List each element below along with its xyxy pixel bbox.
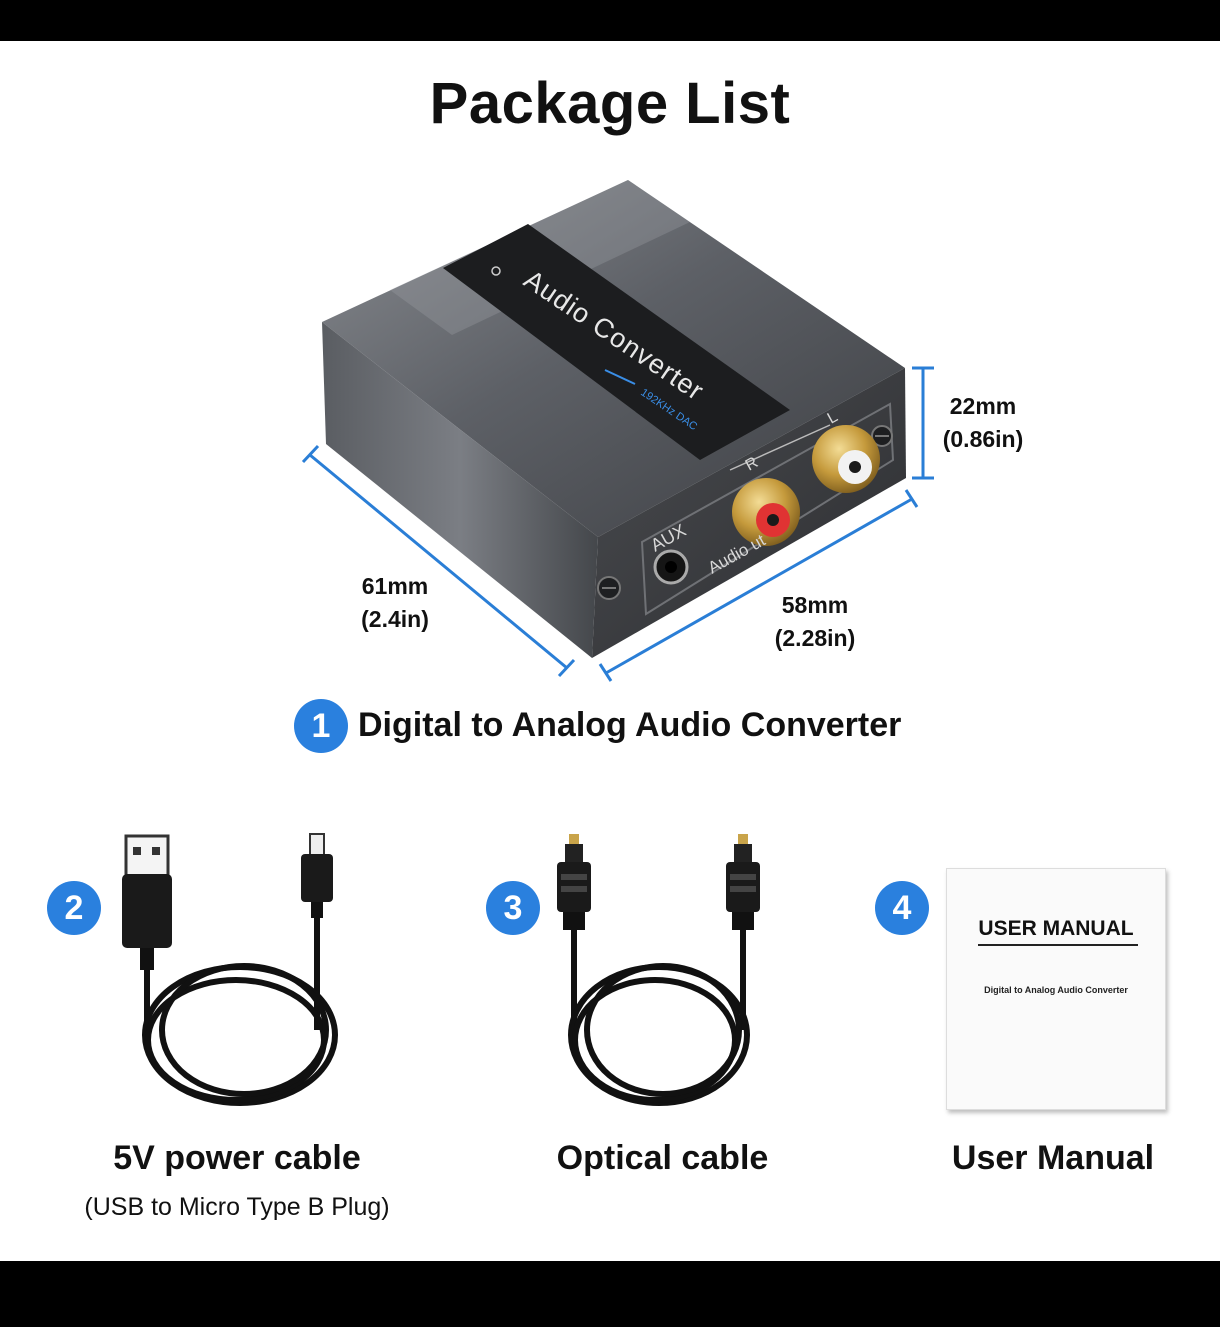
manual-heading: USER MANUAL [978, 917, 1134, 940]
item-3-title: Optical cable [556, 1139, 769, 1177]
item-3-badge: 3 [486, 881, 540, 935]
height-dimension: 22mm (0.86in) [930, 390, 1036, 456]
user-manual-image: USER MANUAL Digital to Analog Audio Conv… [946, 868, 1166, 1110]
item-2-title: 5V power cable [113, 1139, 361, 1177]
manual-heading-underline [978, 944, 1138, 946]
width-in: (2.28in) [774, 625, 856, 651]
item-4-badge: 4 [875, 881, 929, 935]
item-1-badge: 1 [294, 699, 348, 753]
item-2-subtitle: (USB to Micro Type B Plug) [84, 1193, 390, 1221]
converter-device-image: Audio Converter 192KHz DAC AUX R L Audio… [301, 180, 934, 682]
dimension-lines [301, 366, 934, 682]
height-mm: 22mm [949, 393, 1017, 419]
width-dimension: 58mm (2.28in) [755, 589, 875, 655]
length-in: (2.4in) [361, 606, 429, 632]
height-in: (0.86in) [942, 426, 1024, 452]
optical-cable-image [557, 834, 760, 1106]
bottom-black-bar [0, 1261, 1220, 1327]
item-2-badge: 2 [47, 881, 101, 935]
item-1-title: Digital to Analog Audio Converter [358, 706, 902, 744]
length-dimension: 61mm (2.4in) [340, 570, 450, 636]
item-4-title: User Manual [951, 1139, 1155, 1177]
usb-cable-image [122, 833, 338, 1106]
top-black-bar [0, 0, 1220, 41]
manual-subheading: Digital to Analog Audio Converter [984, 985, 1128, 995]
page-title: Package List [429, 71, 791, 136]
length-mm: 61mm [361, 573, 429, 599]
width-mm: 58mm [781, 592, 849, 618]
